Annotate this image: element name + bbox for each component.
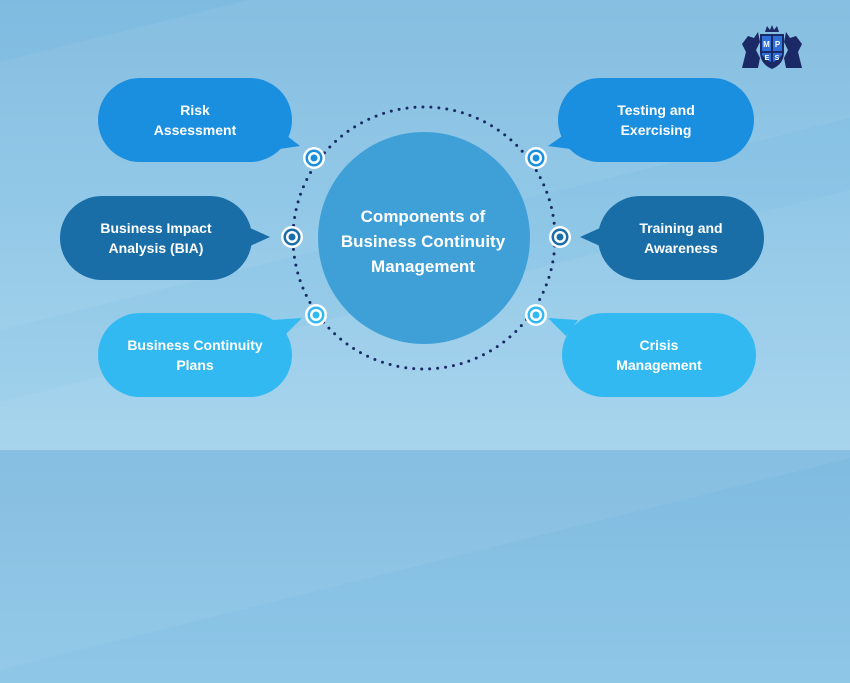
component-risk-assessment: Risk Assessment	[153, 102, 237, 138]
component-label: Business Impact Analysis (BIA)	[60, 196, 252, 280]
bubble-training-and-awareness	[580, 196, 764, 280]
connector-target	[305, 304, 327, 326]
connector-target	[525, 304, 547, 326]
diagram-graphic	[60, 78, 764, 397]
component-business-impact-analysis: Business Impact Analysis (BIA)	[100, 220, 212, 256]
component-label: Crisis Management	[562, 313, 756, 397]
bubble-business-continuity-plans	[98, 313, 302, 397]
component-label: Training and Awareness	[598, 196, 764, 280]
connector-target	[281, 226, 303, 248]
logo-letter: P	[775, 40, 781, 49]
logo-letter: S	[775, 55, 780, 62]
connector-target	[549, 226, 571, 248]
lion-right	[784, 32, 802, 68]
component-crisis-management: Crisis Management	[616, 337, 702, 373]
component-business-continuity-plans: Business Continuity Plans	[127, 337, 263, 373]
bubble-risk-assessment	[98, 78, 300, 162]
crown	[765, 25, 779, 32]
bubble-testing-and-exercising	[548, 78, 754, 162]
component-label: Risk Assessment	[98, 78, 292, 162]
connector-target	[525, 147, 547, 169]
lion-left	[742, 32, 760, 68]
component-testing-and-exercising: Testing and Exercising	[617, 102, 695, 138]
center-circle	[318, 132, 530, 344]
logo-letter: M	[763, 40, 770, 49]
logo-letter: E	[765, 55, 770, 62]
component-label: Business Continuity Plans	[92, 313, 298, 397]
connector-target	[303, 147, 325, 169]
bubble-business-impact-analysis	[60, 196, 270, 280]
mpes-logo: M P E S	[742, 25, 802, 69]
component-label: Testing and Exercising	[558, 78, 754, 162]
center-title: Components of Business Continuity Manage…	[340, 206, 506, 276]
bubble-crisis-management	[548, 313, 756, 397]
component-training-and-awareness: Training and Awareness	[639, 220, 723, 256]
